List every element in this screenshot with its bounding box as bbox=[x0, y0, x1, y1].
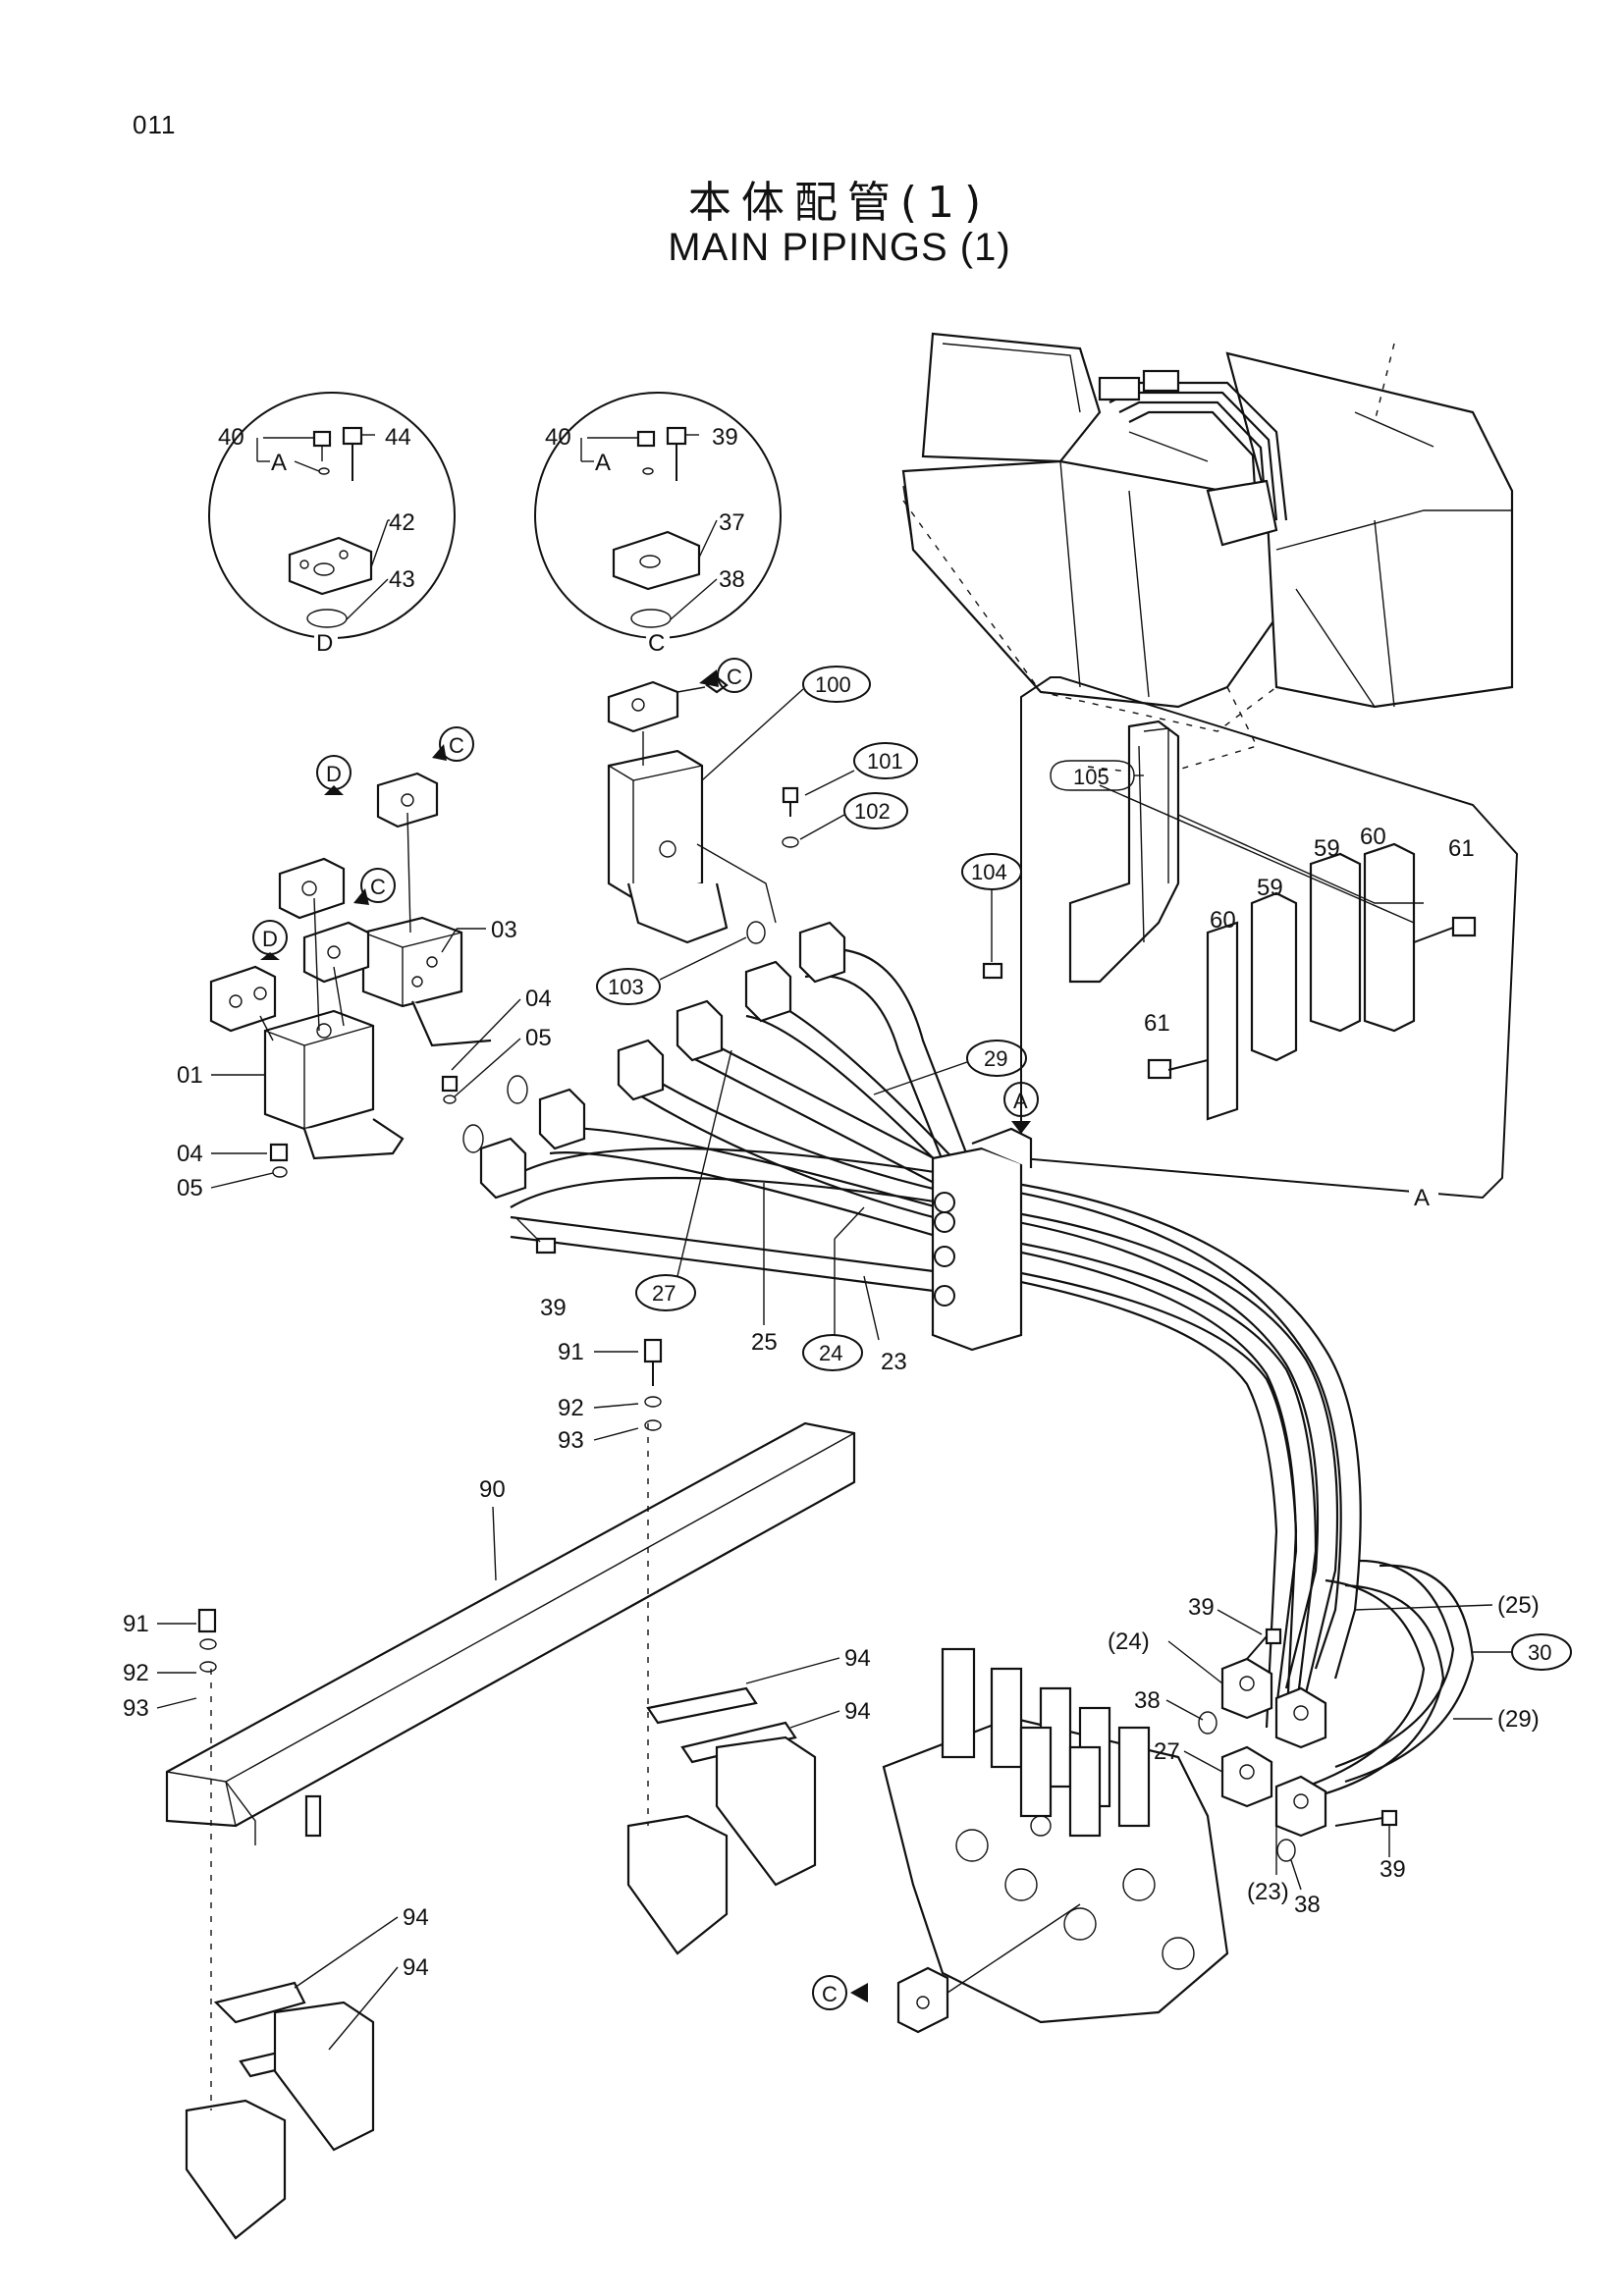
label-38-valve-top: 38 bbox=[1134, 1687, 1161, 1714]
label-04-right: 04 bbox=[525, 986, 552, 1012]
detail-a-label-60a: 60 bbox=[1210, 907, 1236, 934]
label-94-b: 94 bbox=[844, 1698, 871, 1725]
detail-view-c: 40 39 A 37 38 C bbox=[534, 392, 782, 657]
view-marker-d-1: D bbox=[326, 762, 342, 786]
view-marker-c-2: C bbox=[449, 733, 464, 758]
label-24-paren: (24) bbox=[1108, 1629, 1150, 1655]
label-25-upper: 25 bbox=[751, 1329, 778, 1356]
detail-c-label-a: A bbox=[595, 450, 611, 476]
detail-d-label-42: 42 bbox=[389, 509, 415, 536]
label-29-paren: (29) bbox=[1497, 1706, 1540, 1733]
detail-c-label-37: 37 bbox=[719, 509, 745, 536]
callout-30: 30 bbox=[1528, 1640, 1551, 1665]
detail-d-view-label: D bbox=[316, 630, 333, 657]
page-title-english: MAIN PIPINGS (1) bbox=[668, 226, 1011, 269]
detail-a-label-59a: 59 bbox=[1257, 875, 1283, 901]
callout-104: 104 bbox=[971, 860, 1007, 884]
callout-101: 101 bbox=[867, 749, 903, 774]
detail-c-label-39: 39 bbox=[712, 424, 738, 451]
label-94-d: 94 bbox=[403, 1954, 429, 1981]
label-38-valve-bottom: 38 bbox=[1294, 1892, 1321, 1918]
detail-a-label-59b: 59 bbox=[1314, 835, 1340, 862]
label-01: 01 bbox=[177, 1062, 203, 1089]
label-92-upper: 92 bbox=[558, 1395, 584, 1421]
view-marker-c-3: C bbox=[370, 875, 386, 899]
label-39-valve-top: 39 bbox=[1188, 1594, 1215, 1621]
callout-24: 24 bbox=[819, 1341, 842, 1365]
label-39-upper: 39 bbox=[540, 1295, 567, 1321]
detail-d-label-43: 43 bbox=[389, 566, 415, 593]
label-39-valve-bottom: 39 bbox=[1380, 1856, 1406, 1883]
page-title-japanese: 本体配管(1) bbox=[687, 178, 992, 228]
label-93-lower: 93 bbox=[123, 1695, 149, 1722]
label-91-lower: 91 bbox=[123, 1611, 149, 1637]
view-marker-c-1: C bbox=[727, 665, 742, 689]
detail-d-label-a: A bbox=[271, 450, 287, 476]
detail-a-label-61a: 61 bbox=[1448, 835, 1475, 862]
callout-102: 102 bbox=[854, 799, 891, 824]
view-markers: C D C D C A C bbox=[252, 658, 1039, 2010]
label-94-a: 94 bbox=[844, 1645, 871, 1672]
label-05-right: 05 bbox=[525, 1025, 552, 1051]
detail-c-label-38: 38 bbox=[719, 566, 745, 593]
label-25-paren: (25) bbox=[1497, 1592, 1540, 1619]
detail-c-label-40: 40 bbox=[545, 424, 571, 451]
detail-a-view-label: A bbox=[1414, 1185, 1430, 1211]
label-93-upper: 93 bbox=[558, 1427, 584, 1454]
callout-27: 27 bbox=[652, 1281, 676, 1306]
label-03: 03 bbox=[491, 917, 517, 943]
channel-90 bbox=[165, 1338, 856, 2240]
label-05-left: 05 bbox=[177, 1175, 203, 1201]
view-marker-a: A bbox=[1013, 1089, 1028, 1113]
label-27-valve: 27 bbox=[1154, 1738, 1180, 1765]
callout-29: 29 bbox=[984, 1046, 1007, 1071]
callout-105: 105 bbox=[1073, 765, 1109, 789]
label-91-upper: 91 bbox=[558, 1339, 584, 1365]
page-number: 011 bbox=[133, 110, 177, 139]
detail-a-label-61b: 61 bbox=[1144, 1010, 1170, 1037]
label-94-c: 94 bbox=[403, 1904, 429, 1931]
detail-view-a: 105 60 59 59 60 61 61 A bbox=[1020, 676, 1519, 1211]
detail-c-view-label: C bbox=[648, 630, 665, 657]
detail-a-label-60b: 60 bbox=[1360, 824, 1386, 850]
block-100 bbox=[607, 675, 777, 944]
callouts: 100 101 102 104 103 29 27 24 30 bbox=[596, 666, 1572, 1671]
label-92-lower: 92 bbox=[123, 1660, 149, 1686]
label-90: 90 bbox=[479, 1476, 506, 1503]
detail-d-label-40: 40 bbox=[218, 424, 244, 451]
label-04-left: 04 bbox=[177, 1141, 203, 1167]
part-labels: 03 01 04 05 04 05 39 25 23 91 92 93 90 9… bbox=[123, 917, 1540, 2051]
label-23-paren: (23) bbox=[1247, 1879, 1289, 1905]
detail-view-d: 40 44 A 42 43 D bbox=[208, 392, 456, 657]
callout-103: 103 bbox=[608, 975, 644, 999]
detail-d-label-44: 44 bbox=[385, 424, 411, 451]
machine-overview bbox=[901, 332, 1514, 776]
control-valve bbox=[882, 1628, 1398, 2034]
label-23-upper: 23 bbox=[881, 1349, 907, 1375]
view-marker-c-4: C bbox=[822, 1982, 838, 2006]
callout-100: 100 bbox=[815, 672, 851, 697]
view-marker-d-2: D bbox=[262, 927, 278, 951]
main-pipes bbox=[462, 921, 1475, 1798]
valve-blocks bbox=[209, 772, 492, 1178]
